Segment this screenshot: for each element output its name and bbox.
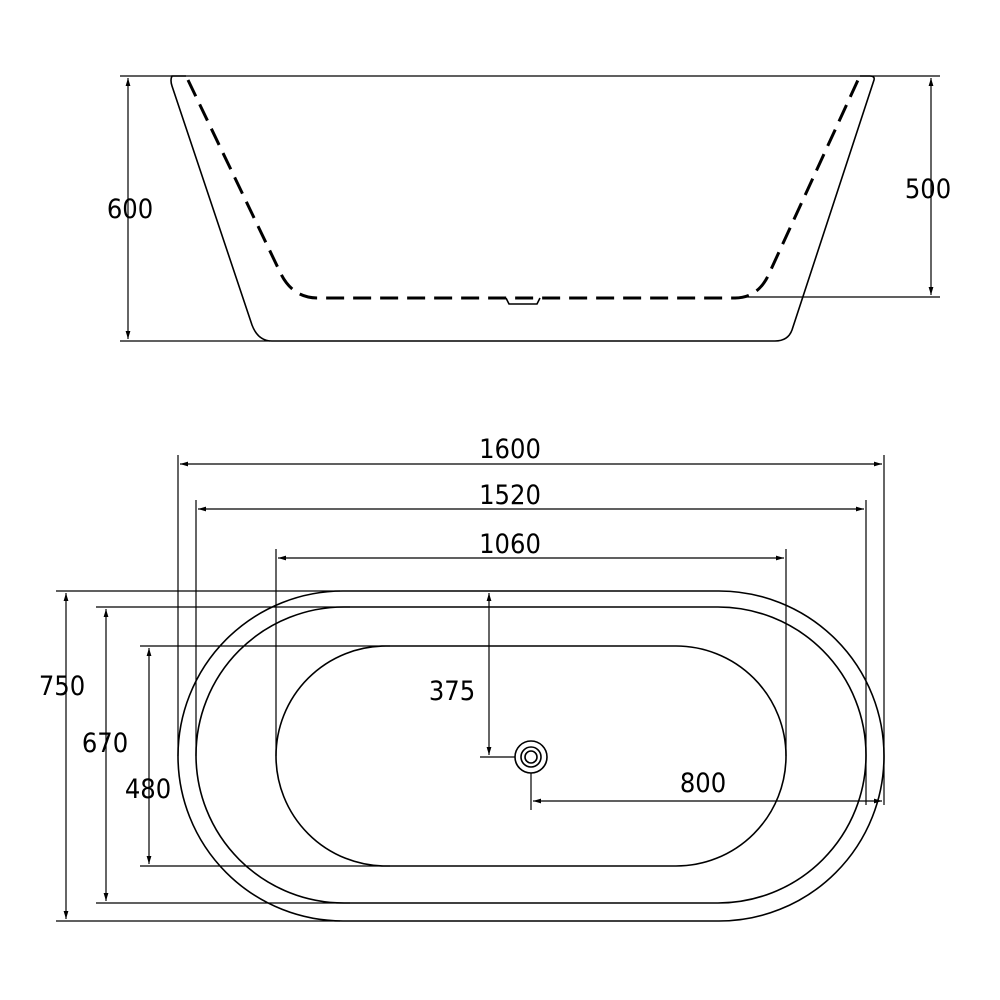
tub-outer-outline <box>177 590 885 922</box>
overall-width-label: 750 <box>39 671 85 702</box>
side-elevation-view: 600 500 <box>107 75 951 342</box>
drain-length-offset-label: 800 <box>680 768 726 799</box>
height-label: 600 <box>107 194 153 225</box>
basin-width-label: 480 <box>125 774 171 805</box>
tub-rim-outline <box>195 606 867 904</box>
rim-length-label: 1520 <box>479 480 541 511</box>
tub-inner-profile <box>186 79 860 300</box>
tub-basin-outline <box>275 645 787 867</box>
rim-width-label: 670 <box>82 728 128 759</box>
extension-lines <box>56 455 885 922</box>
drain-width-offset-label: 375 <box>429 676 475 707</box>
drain-section <box>505 297 541 305</box>
tub-outer-profile <box>170 75 875 342</box>
plan-view: 1600 1520 1060 750 670 480 375 800 <box>39 434 885 922</box>
depth-label: 500 <box>905 174 951 205</box>
basin-length-label: 1060 <box>479 529 541 560</box>
overall-length-label: 1600 <box>479 434 541 465</box>
drain-icon <box>514 740 548 774</box>
